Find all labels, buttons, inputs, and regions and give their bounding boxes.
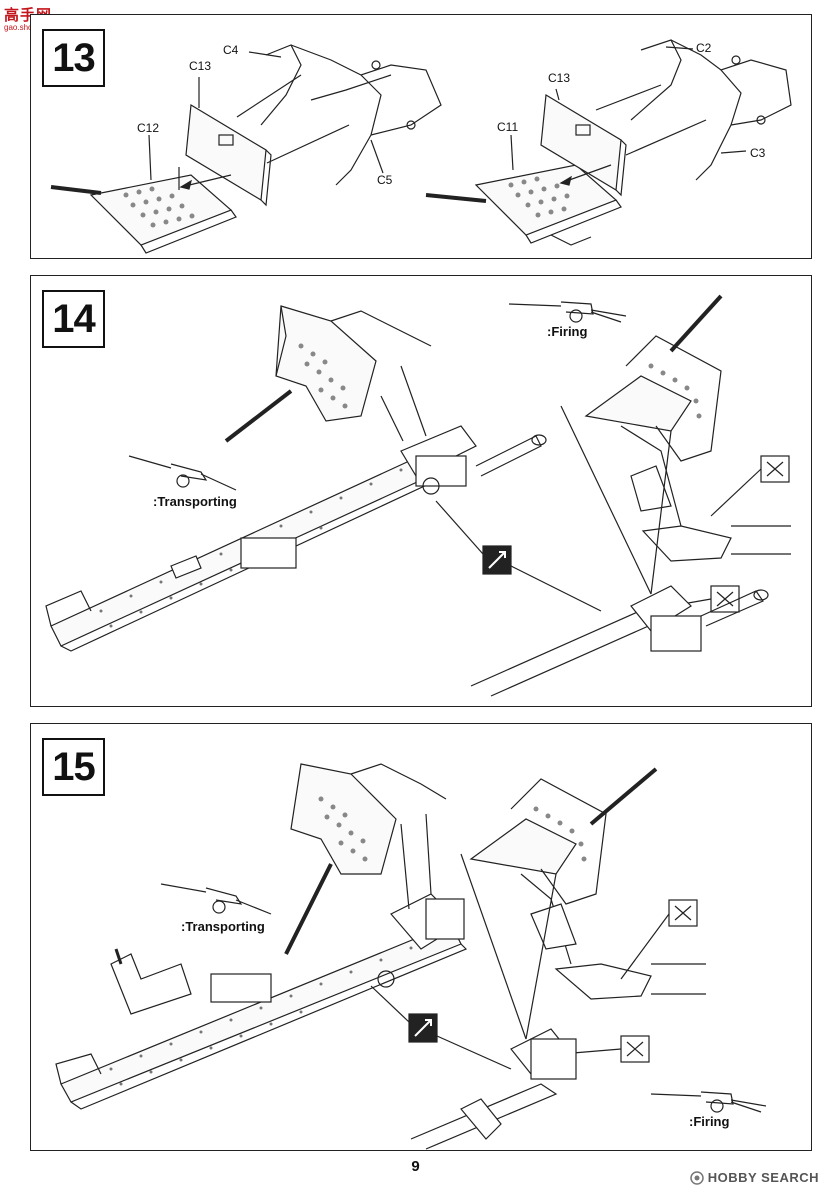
transport-gun-icon (160, 883, 272, 915)
frame-c2-c3-right-part (630, 39, 792, 181)
transport-gun-icon (128, 455, 237, 491)
transporting-label: :Transporting (153, 494, 237, 509)
backrest-c13-left-part (185, 103, 272, 207)
part-label-c3: C3 (750, 146, 766, 160)
part-label-c13: C13 (548, 71, 571, 85)
part-label-c4: C4 (223, 43, 239, 57)
assembled-hub-part (470, 585, 769, 697)
step-13-drawing (50, 39, 792, 254)
gun-trail-part (55, 923, 468, 1110)
part-label-c5: C5 (377, 173, 393, 187)
firing-label: :Firing (689, 1114, 730, 1129)
seat-assembly-part (224, 305, 432, 443)
backrest-c13-right-part (540, 93, 627, 197)
step-number-13: 13 (42, 29, 105, 87)
seat-c11-part (425, 164, 622, 246)
part-label-c11: C11 (497, 120, 519, 134)
frame-c4-c5-left-part (260, 44, 442, 186)
page-number: 9 (411, 1158, 420, 1175)
assembly-arrow-box (408, 1013, 438, 1043)
part-label-c13: C13 (189, 59, 212, 73)
step-number-15: 15 (42, 738, 105, 796)
step-14-drawing (45, 294, 791, 697)
step-number-14: 14 (42, 290, 105, 348)
gun-trail-part (45, 450, 448, 652)
seat-c12-part (50, 174, 237, 254)
watermark-subtitle: gao.shou.com (4, 23, 54, 32)
firing-gun-icon (650, 1091, 767, 1113)
seat-assembly-part (284, 763, 447, 955)
hobby-search-logo-icon (690, 1170, 704, 1185)
bracket-detail-part (554, 963, 706, 1000)
watermark-bottom: HOBBY SEARCH (690, 1170, 819, 1185)
transporting-label: :Transporting (181, 919, 265, 934)
trail-hub-part (400, 425, 547, 495)
seat-frame-detail-part (469, 767, 658, 965)
step-14-panel: 14 (30, 275, 812, 707)
part-label-c12: C12 (137, 121, 160, 135)
part-label-c2: C2 (696, 41, 712, 55)
step-15-panel: 15 (30, 723, 812, 1151)
watermark-bottom-text: HOBBY SEARCH (707, 1170, 819, 1185)
step-15-drawing (55, 763, 767, 1150)
firing-label: :Firing (547, 324, 588, 339)
firing-gun-icon (508, 301, 627, 323)
bracket-detail-part (641, 525, 791, 562)
step-13-panel: 13 (30, 14, 812, 259)
seat-frame-detail-part (584, 294, 723, 527)
assembled-hub-part (410, 1028, 577, 1150)
